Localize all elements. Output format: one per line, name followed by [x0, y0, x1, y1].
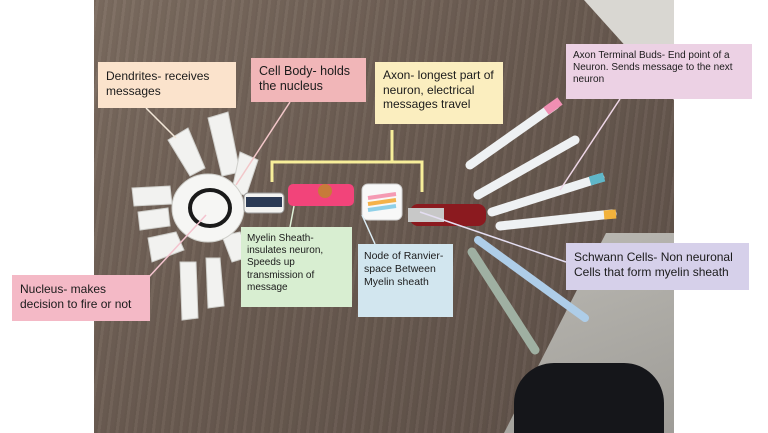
dendrite-papers	[131, 111, 259, 321]
leader-dendrites	[145, 107, 177, 139]
pen-green	[467, 247, 540, 355]
paper-dendrite	[147, 231, 185, 263]
label-axon: Axon- longest part of neuron, electrical…	[375, 62, 503, 124]
leader-cellbody	[235, 101, 291, 186]
paper-dendrite	[179, 261, 199, 321]
nucleus-hair-tie	[188, 188, 232, 228]
cube-stripe	[367, 192, 397, 200]
cube-stripe	[367, 198, 397, 206]
leader-node	[361, 214, 376, 245]
leader-myelin	[289, 205, 295, 228]
axon-bracket	[270, 160, 424, 192]
label-dendrites: Dendrites- receives messages	[98, 62, 236, 108]
paper-dendrite	[167, 127, 206, 177]
highlighter-cap-yellow	[603, 209, 617, 220]
label-myelin-sheath: Myelin Sheath- insulates neuron, Speeds …	[241, 227, 352, 307]
label-axon-terminal: Axon Terminal Buds- End point of a Neuro…	[566, 44, 752, 99]
paper-dendrite	[131, 185, 173, 207]
black-bag	[514, 363, 664, 433]
paper-dendrite	[205, 257, 225, 309]
leader-terminal	[559, 98, 621, 191]
highlighter-cap-pink	[543, 97, 563, 115]
pen-blue	[474, 236, 589, 322]
label-node-of-ranvier: Node of Ranvier- space Between Myelin sh…	[358, 244, 453, 317]
cell-body-paper	[171, 173, 245, 243]
cube-stripe	[367, 204, 397, 212]
penny	[318, 184, 332, 198]
paper-dendrite	[137, 207, 171, 231]
leader-lines	[145, 98, 621, 279]
highlighter	[473, 135, 580, 200]
highlighter	[487, 173, 605, 217]
highlighters	[465, 97, 617, 355]
highlighter	[495, 209, 617, 231]
bottle-cap	[408, 208, 444, 222]
paper-dendrite	[207, 111, 241, 177]
eraser-sleeve	[246, 197, 282, 207]
highlighter-cap-teal	[588, 172, 606, 186]
label-nucleus: Nucleus- makes decision to fire or not	[12, 275, 150, 321]
label-cell-body: Cell Body- holds the nucleus	[251, 58, 366, 102]
label-schwann-cells: Schwann Cells- Non neuronal Cells that f…	[566, 243, 749, 290]
highlighter	[465, 100, 560, 170]
leader-schwann	[419, 211, 567, 263]
leader-nucleus	[147, 214, 207, 279]
